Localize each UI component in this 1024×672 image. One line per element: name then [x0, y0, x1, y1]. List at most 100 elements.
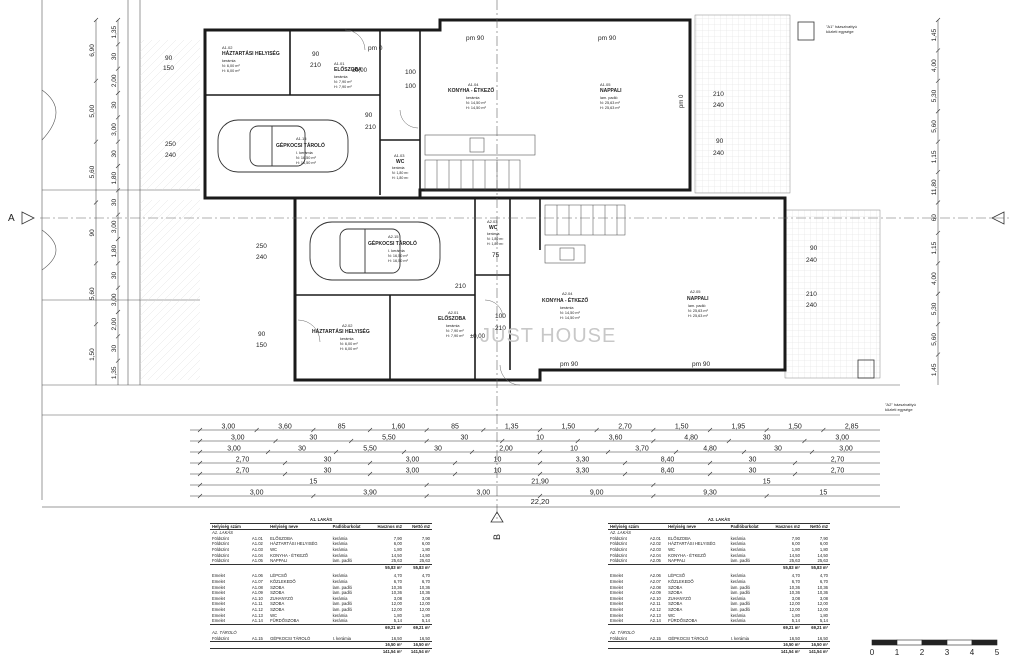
- dimension-tick: [935, 78, 941, 84]
- dimension-tick: [367, 427, 373, 433]
- dimension-value: 1,50: [788, 424, 802, 431]
- svg-text:N: 25,63 m²: N: 25,63 m²: [688, 309, 709, 313]
- dimension-tick: [93, 261, 99, 266]
- svg-text:H: 25,63 m²: H: 25,63 m²: [688, 314, 709, 318]
- dimension-tick: [197, 482, 203, 488]
- level-pm90-a2-right: pm 90: [692, 361, 710, 368]
- dimension-value: 3,60: [278, 424, 292, 431]
- dimension-tick: [792, 471, 798, 477]
- svg-text:A1.15: A1.15: [296, 136, 307, 141]
- kitchen-counters: [424, 134, 586, 264]
- dimension-value: 8,40: [661, 457, 675, 464]
- room-label-a2-15: GÉPKOCSI TÁROLÓ A2.15 I. kerámia N: 16,5…: [368, 234, 417, 263]
- dimension-tick: [197, 471, 203, 477]
- dimension-value: 3,00: [406, 457, 420, 464]
- svg-text:150: 150: [256, 342, 267, 349]
- dimension-tick: [935, 200, 941, 205]
- dimension-value: 1,45: [931, 363, 938, 376]
- svg-text:A1.05: A1.05: [600, 82, 611, 87]
- scale-tick-label: 5: [995, 648, 1000, 657]
- room-label-a1-04: KONYHA - ÉTKEZŐ A1.04 kerámia N: 14,50 m…: [448, 82, 494, 110]
- dimension-tick: [469, 449, 475, 455]
- scale-segment: [871, 639, 898, 646]
- svg-text:90: 90: [365, 112, 373, 119]
- scale-tick-label: 0: [870, 648, 875, 657]
- dimension-value: 3,00: [111, 123, 118, 136]
- svg-text:210: 210: [455, 283, 466, 290]
- dimension-tick: [935, 291, 941, 296]
- svg-text:kerámia: kerámia: [222, 59, 236, 63]
- svg-text:GÉPKOCSI TÁROLÓ: GÉPKOCSI TÁROLÓ: [368, 239, 417, 247]
- dimension-tick: [115, 285, 121, 290]
- dimension-tick: [115, 66, 121, 71]
- dimension-tick: [401, 449, 407, 455]
- dimension-value: 30: [111, 272, 118, 280]
- dimension-value: 30: [309, 435, 317, 442]
- section-a-marker: [21, 211, 35, 225]
- level-pm0-vertical: pm 0: [679, 94, 685, 108]
- dimension-value: 3,30: [576, 457, 590, 464]
- room-label-a2-04: KONYHA - ÉTKEZŐ A2.04 kerámia N: 14,50 m…: [542, 291, 588, 320]
- dimension-tick: [115, 17, 121, 23]
- dimension-tick: [367, 460, 373, 466]
- room-label-a2-03: WC A2.03 kerámia N: 1,80 m² H: 1,80 m²: [487, 219, 504, 246]
- dimension-tick: [651, 427, 656, 433]
- dimension-tick: [424, 482, 429, 488]
- dimension-value: 1,15: [931, 150, 938, 163]
- meter-box-a2: [857, 359, 875, 379]
- svg-text:100: 100: [495, 313, 506, 320]
- dimension-value: 11,80: [931, 179, 938, 195]
- svg-text:250: 250: [256, 243, 267, 250]
- scale-segment: [971, 639, 998, 646]
- dimension-tick: [452, 460, 458, 466]
- dimension-value: 2,70: [831, 468, 845, 475]
- dimension-tick: [115, 236, 121, 242]
- room-label-a1-02: HÁZTARTÁSI HELYISÉG A1.02 kerámia N: 6,0…: [222, 45, 280, 73]
- svg-text:NAPPALI: NAPPALI: [687, 296, 709, 302]
- section-b-marker: [490, 511, 504, 523]
- room-label-a1-03: WC A1.03 kerámia N: 1,80 m² H: 1,80 m²: [392, 153, 409, 180]
- dimension-value: 60: [931, 214, 938, 222]
- svg-text:N: 16,50 m²: N: 16,50 m²: [388, 254, 409, 258]
- dimension-tick: [93, 321, 99, 327]
- dimension-tick: [265, 449, 271, 455]
- dimension-tick: [115, 42, 121, 47]
- scale-tick-label: 3: [945, 648, 950, 657]
- dimension-tick: [935, 321, 941, 327]
- dimension-value: 30: [749, 457, 757, 464]
- dimension-tick: [311, 427, 316, 433]
- svg-text:KONYHA - ÉTKEZŐ: KONYHA - ÉTKEZŐ: [448, 86, 494, 94]
- dimension-tick: [537, 449, 543, 455]
- dimension-value: 3,00: [250, 490, 264, 497]
- dimension-tick: [707, 471, 713, 477]
- dimension-value: 1,50: [675, 424, 689, 431]
- car-a2: [309, 221, 441, 281]
- front-yard-upper: [140, 40, 200, 190]
- svg-text:N: 7,90 m²: N: 7,90 m²: [334, 80, 352, 84]
- room-label-a1-15: GÉPKOCSI TÁROLÓ A1.15 I. kerámia N: 16,5…: [276, 136, 325, 165]
- room-label-a2-05: NAPPALI A2.05 lam. padló N: 25,63 m² H: …: [687, 289, 709, 318]
- svg-text:A1.01: A1.01: [334, 61, 345, 66]
- svg-text:kerámia: kerámia: [466, 96, 480, 100]
- section-a-marker-right: [991, 211, 1005, 225]
- section-lines: [40, 0, 1010, 520]
- dimension-tick: [764, 427, 769, 433]
- svg-text:240: 240: [806, 257, 817, 264]
- svg-text:75: 75: [492, 252, 500, 259]
- dimension-value: 2,70: [236, 457, 250, 464]
- dimension-value: 1,50: [562, 424, 576, 431]
- svg-text:kerámia: kerámia: [446, 324, 460, 328]
- dimension-tick: [311, 493, 316, 499]
- svg-text:240: 240: [713, 150, 724, 157]
- svg-text:A2.15: A2.15: [388, 234, 399, 239]
- dimension-value: 2,00: [499, 446, 513, 453]
- svg-text:kerámia: kerámia: [334, 75, 348, 79]
- dimension-value: 3,00: [839, 446, 853, 453]
